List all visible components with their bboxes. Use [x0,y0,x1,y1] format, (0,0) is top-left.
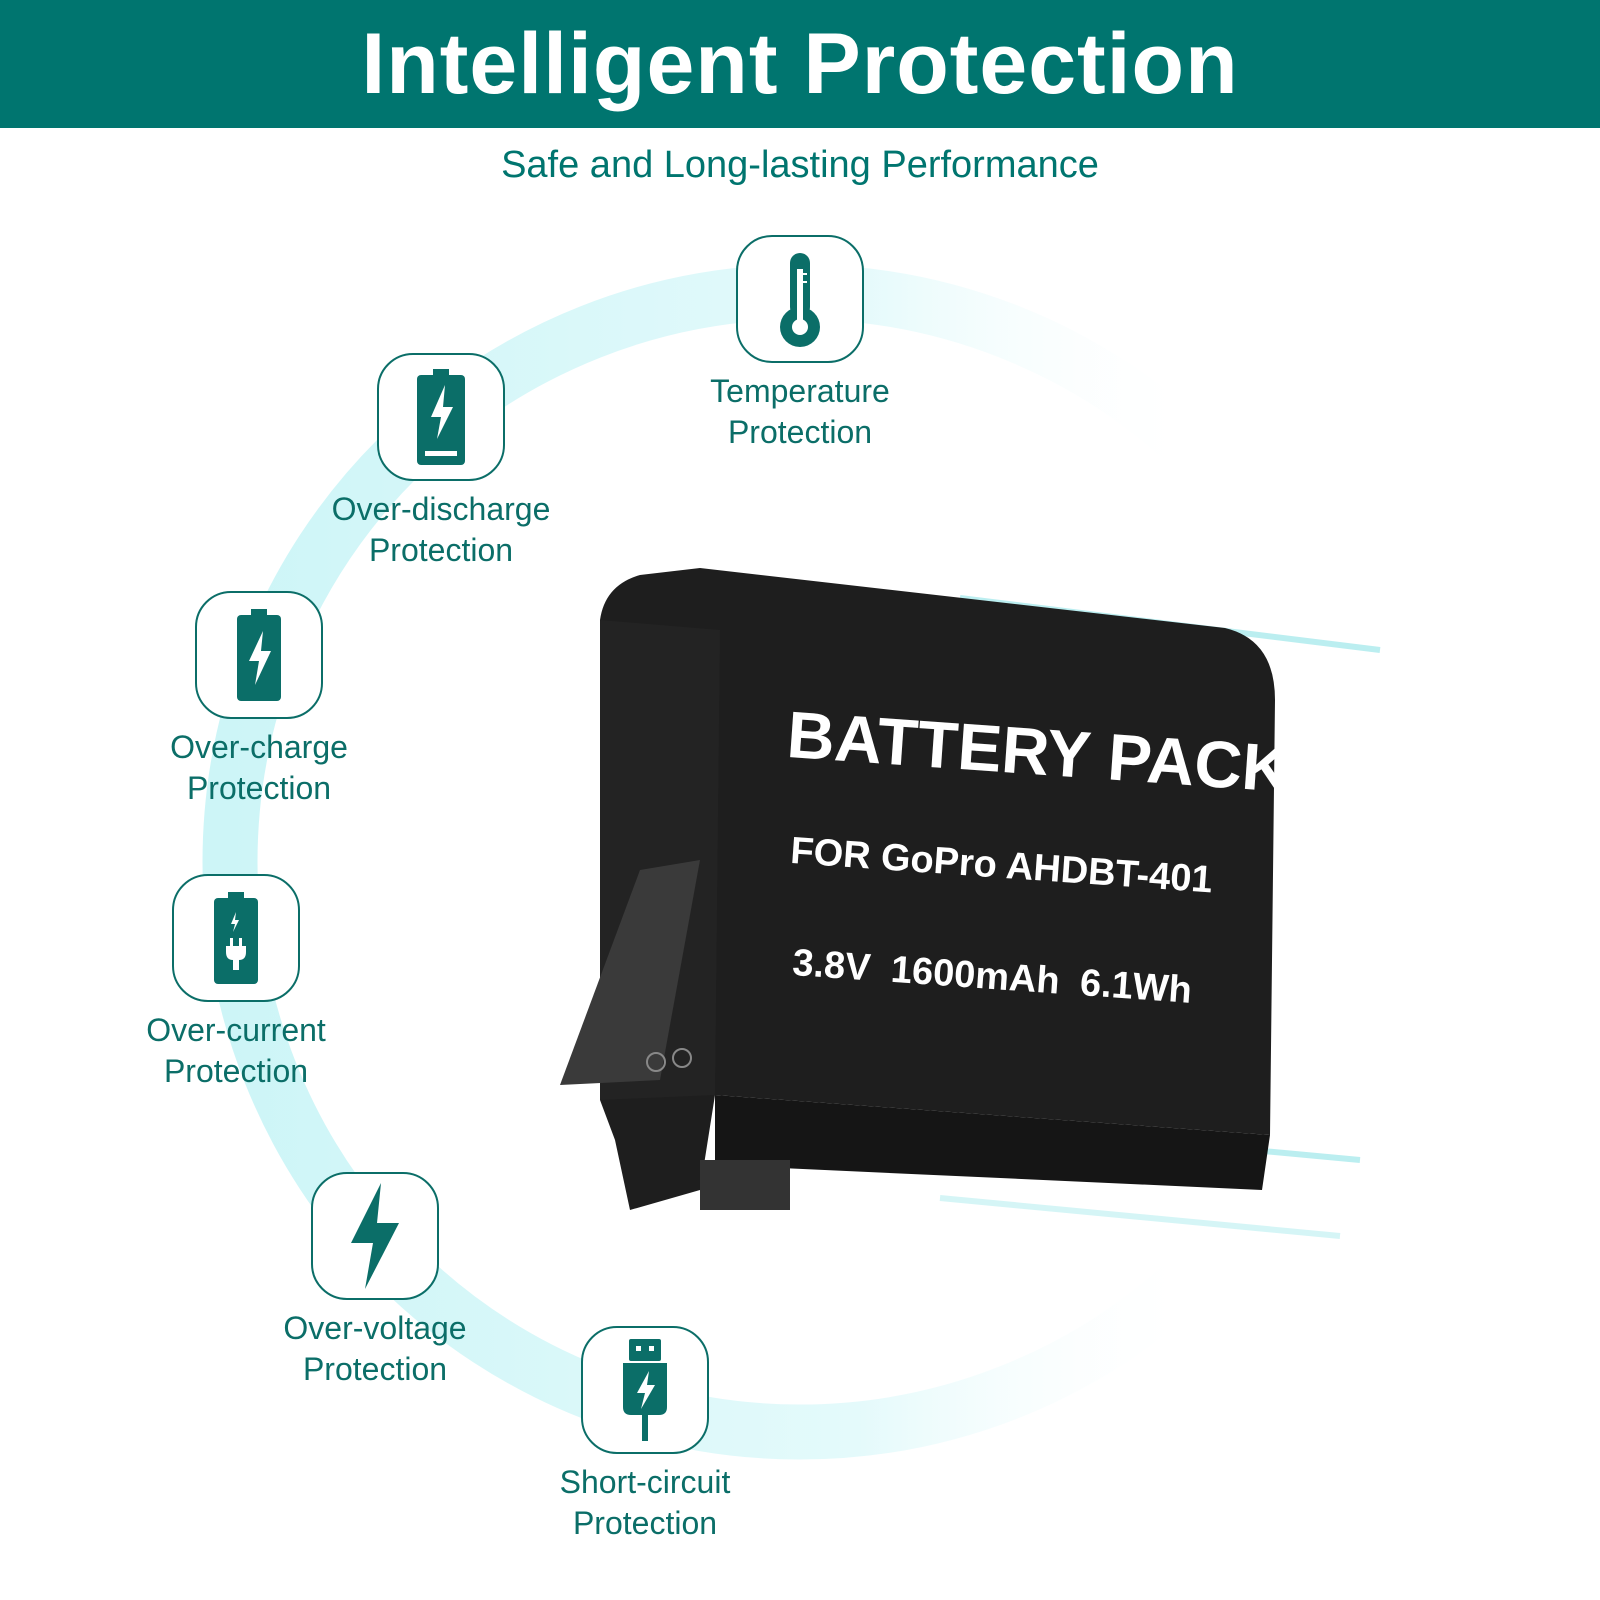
feature-label: Protection [163,1053,309,1089]
feature-label: Over-discharge [331,491,551,527]
battery-charge-icon [195,591,323,719]
feature-label: Over-current [146,1012,326,1048]
feature-label: Protection [727,414,873,450]
feature-label: Protection [302,1351,448,1387]
feature-label: Short-circuit [559,1464,731,1500]
feature-label: Protection [186,770,332,806]
feature-label: Temperature [710,373,890,409]
battery-plug-icon [172,874,300,1002]
feature-label: Over-voltage [283,1310,467,1346]
feature-label: Protection [368,532,514,568]
lightning-icon [311,1172,439,1300]
feature-label: Protection [572,1505,718,1541]
header-banner: Intelligent Protection [0,0,1600,128]
usb-lightning-icon [581,1326,709,1454]
thermometer-icon [736,235,864,363]
subtitle: Safe and Long-lasting Performance [501,144,1099,186]
page-title: Intelligent Protection [361,15,1239,112]
battery-discharge-icon [377,353,505,481]
feature-label: Over-charge [170,729,348,765]
